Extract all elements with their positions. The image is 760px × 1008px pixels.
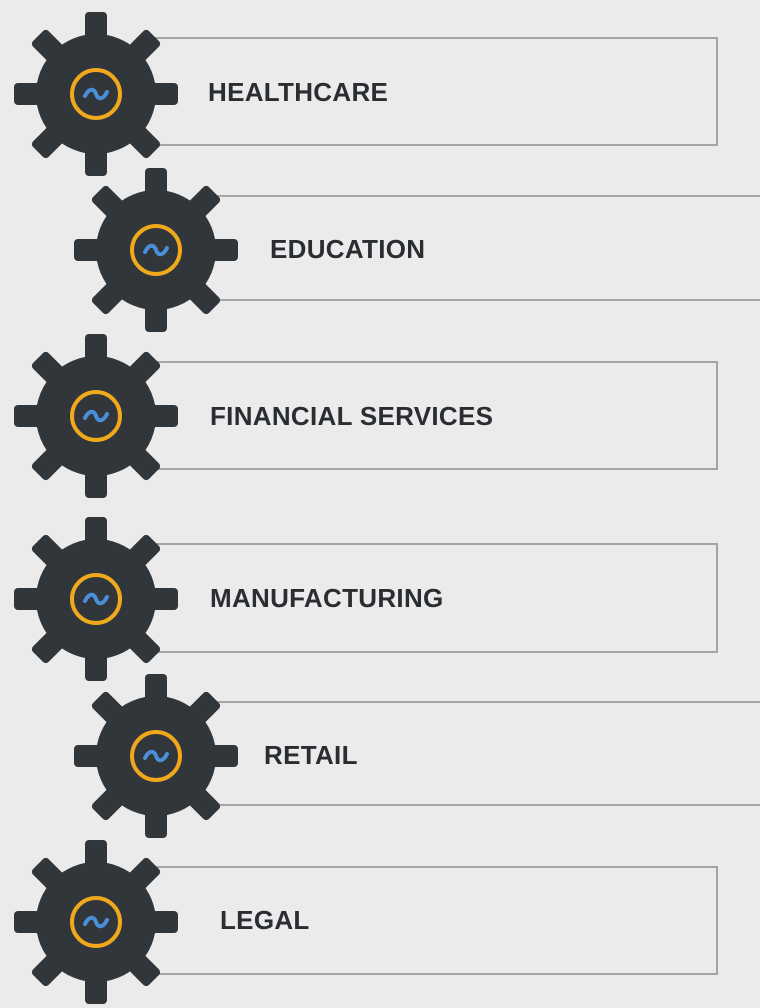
gear-icon bbox=[70, 164, 242, 336]
industry-label: MANUFACTURING bbox=[210, 583, 444, 613]
label-box bbox=[150, 361, 718, 470]
industry-label: FINANCIAL SERVICES bbox=[210, 401, 494, 431]
label-box bbox=[210, 701, 760, 806]
label-box bbox=[150, 37, 718, 146]
industry-label: LEGAL bbox=[220, 905, 310, 935]
gear-icon bbox=[10, 836, 182, 1008]
gear-icon bbox=[10, 330, 182, 502]
gear-icon bbox=[70, 670, 242, 842]
industry-label: RETAIL bbox=[264, 740, 358, 770]
gear-icon bbox=[10, 513, 182, 685]
label-box bbox=[150, 543, 718, 653]
label-box bbox=[150, 866, 718, 975]
gear-icon bbox=[10, 8, 182, 180]
industry-label: HEALTHCARE bbox=[208, 77, 389, 107]
label-box bbox=[210, 195, 760, 301]
industry-label: EDUCATION bbox=[270, 234, 426, 264]
